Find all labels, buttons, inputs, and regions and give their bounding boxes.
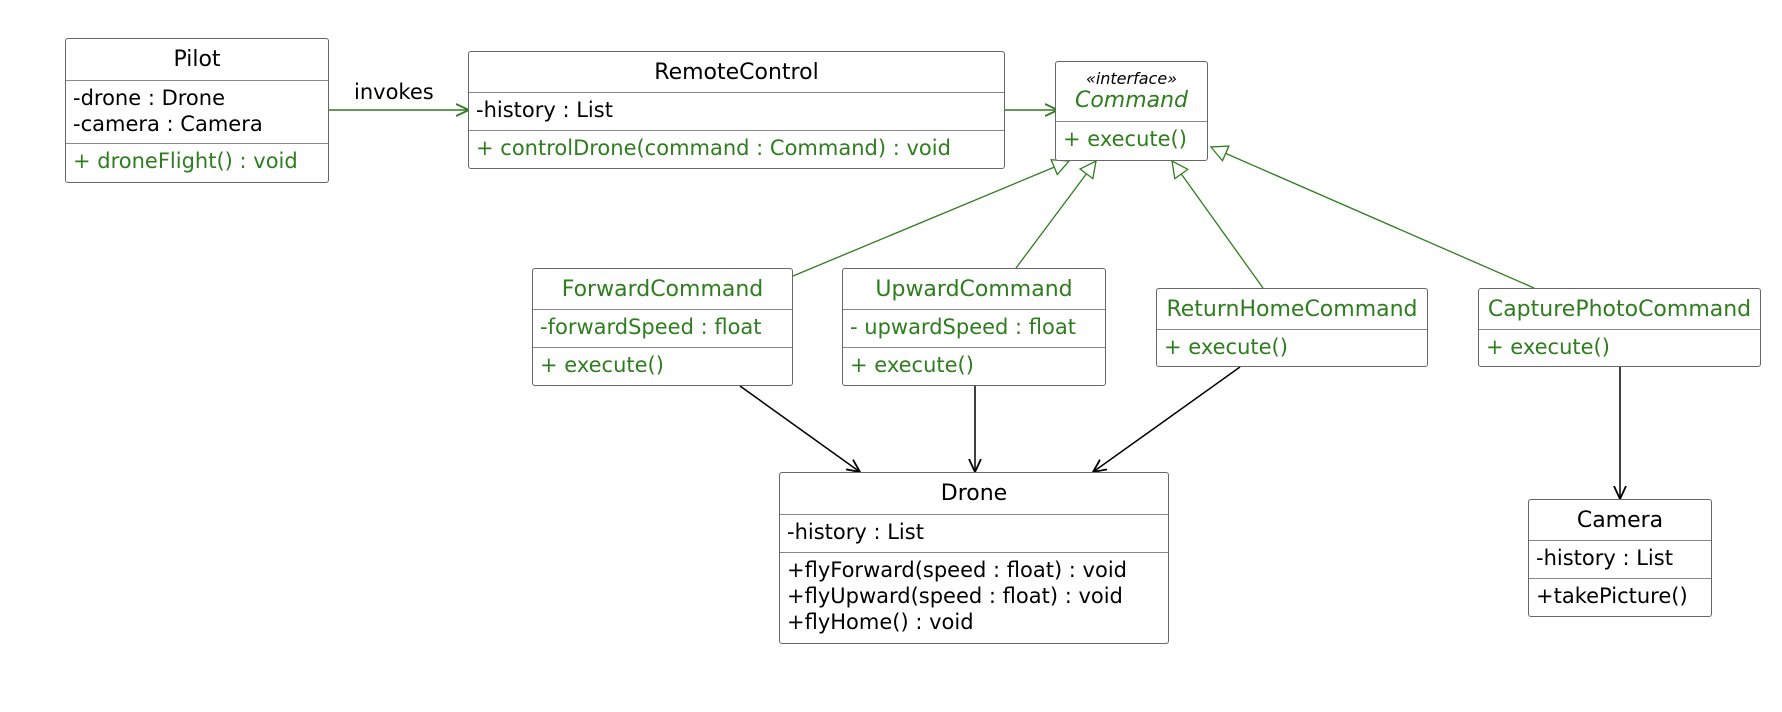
attributes-section: -history : List — [780, 515, 1168, 553]
operations-section: +takePicture() — [1529, 579, 1711, 611]
class-name: CapturePhotoCommand — [1487, 296, 1752, 322]
class-header: «interface» Command — [1056, 62, 1207, 122]
edge-upward-command — [1015, 161, 1096, 269]
operation: +flyHome() : void — [787, 610, 974, 634]
class-name: ForwardCommand — [561, 276, 764, 302]
attribute: -history : List — [787, 520, 924, 544]
edge-forward-command — [792, 161, 1069, 277]
class-name: RemoteControl — [654, 59, 819, 85]
class-name: UpwardCommand — [875, 276, 1073, 302]
interface-command[interactable]: «interface» Command + execute() — [1055, 61, 1208, 161]
operations-section: + droneFlight() : void — [66, 144, 328, 176]
attributes-section: -forwardSpeed : float — [533, 310, 792, 348]
operation: +flyUpward(speed : float) : void — [787, 584, 1123, 608]
class-camera[interactable]: Camera -history : List +takePicture() — [1528, 499, 1712, 617]
class-header: ForwardCommand — [533, 269, 792, 310]
attribute: -history : List — [476, 98, 613, 122]
operations-section: + controlDrone(command : Command) : void — [469, 131, 1004, 163]
operation: + controlDrone(command : Command) : void — [476, 136, 951, 160]
class-pilot[interactable]: Pilot -drone : Drone -camera : Camera + … — [65, 38, 329, 183]
class-capture-photo-command[interactable]: CapturePhotoCommand + execute() — [1478, 288, 1761, 367]
class-header: RemoteControl — [469, 52, 1004, 93]
operation: + execute() — [1063, 127, 1187, 151]
stereotype-label: «interface» — [1085, 69, 1178, 88]
class-upward-command[interactable]: UpwardCommand - upwardSpeed : float + ex… — [842, 268, 1106, 386]
class-drone[interactable]: Drone -history : List +flyForward(speed … — [779, 472, 1169, 644]
class-header: UpwardCommand — [843, 269, 1105, 310]
operation: + execute() — [850, 353, 974, 377]
class-header: Pilot — [66, 39, 328, 81]
class-header: Drone — [780, 473, 1168, 515]
operations-section: + execute() — [1479, 330, 1760, 362]
class-remote-control[interactable]: RemoteControl -history : List + controlD… — [468, 51, 1005, 169]
class-name: Drone — [940, 481, 1008, 506]
attributes-section: -drone : Drone -camera : Camera — [66, 81, 328, 144]
invokes-label: invokes — [354, 80, 434, 104]
class-return-home-command[interactable]: ReturnHomeCommand + execute() — [1156, 288, 1428, 367]
operations-section: +flyForward(speed : float) : void +flyUp… — [780, 553, 1168, 637]
operations-section: + execute() — [533, 348, 792, 380]
class-name: Camera — [1576, 507, 1664, 533]
class-forward-command[interactable]: ForwardCommand -forwardSpeed : float + e… — [532, 268, 793, 386]
attribute: -camera : Camera — [73, 112, 263, 136]
class-header: CapturePhotoCommand — [1479, 289, 1760, 330]
edge-capture-command — [1211, 147, 1535, 289]
operation: + execute() — [540, 353, 664, 377]
operation: + execute() — [1486, 335, 1610, 359]
attributes-section: - upwardSpeed : float — [843, 310, 1105, 348]
operation: + execute() — [1164, 335, 1288, 359]
attribute: - upwardSpeed : float — [850, 315, 1076, 339]
operation: +flyForward(speed : float) : void — [787, 558, 1127, 582]
operation: + droneFlight() : void — [73, 149, 298, 173]
attributes-section: -history : List — [1529, 541, 1711, 579]
edge-returnhome-command — [1172, 161, 1264, 289]
class-name: ReturnHomeCommand — [1166, 296, 1418, 322]
class-name: Command — [1074, 88, 1189, 113]
edge-returnhome-drone — [1093, 366, 1241, 472]
attribute: -forwardSpeed : float — [540, 315, 762, 339]
edge-forward-drone — [739, 385, 860, 472]
class-header: ReturnHomeCommand — [1157, 289, 1427, 330]
class-header: Camera — [1529, 500, 1711, 541]
operation: +takePicture() — [1536, 584, 1688, 608]
class-name: Pilot — [173, 47, 221, 72]
attribute: -history : List — [1536, 546, 1673, 570]
attribute: -drone : Drone — [73, 86, 226, 110]
attributes-section: -history : List — [469, 93, 1004, 131]
operations-section: + execute() — [843, 348, 1105, 380]
operations-section: + execute() — [1056, 122, 1207, 154]
operations-section: + execute() — [1157, 330, 1427, 362]
